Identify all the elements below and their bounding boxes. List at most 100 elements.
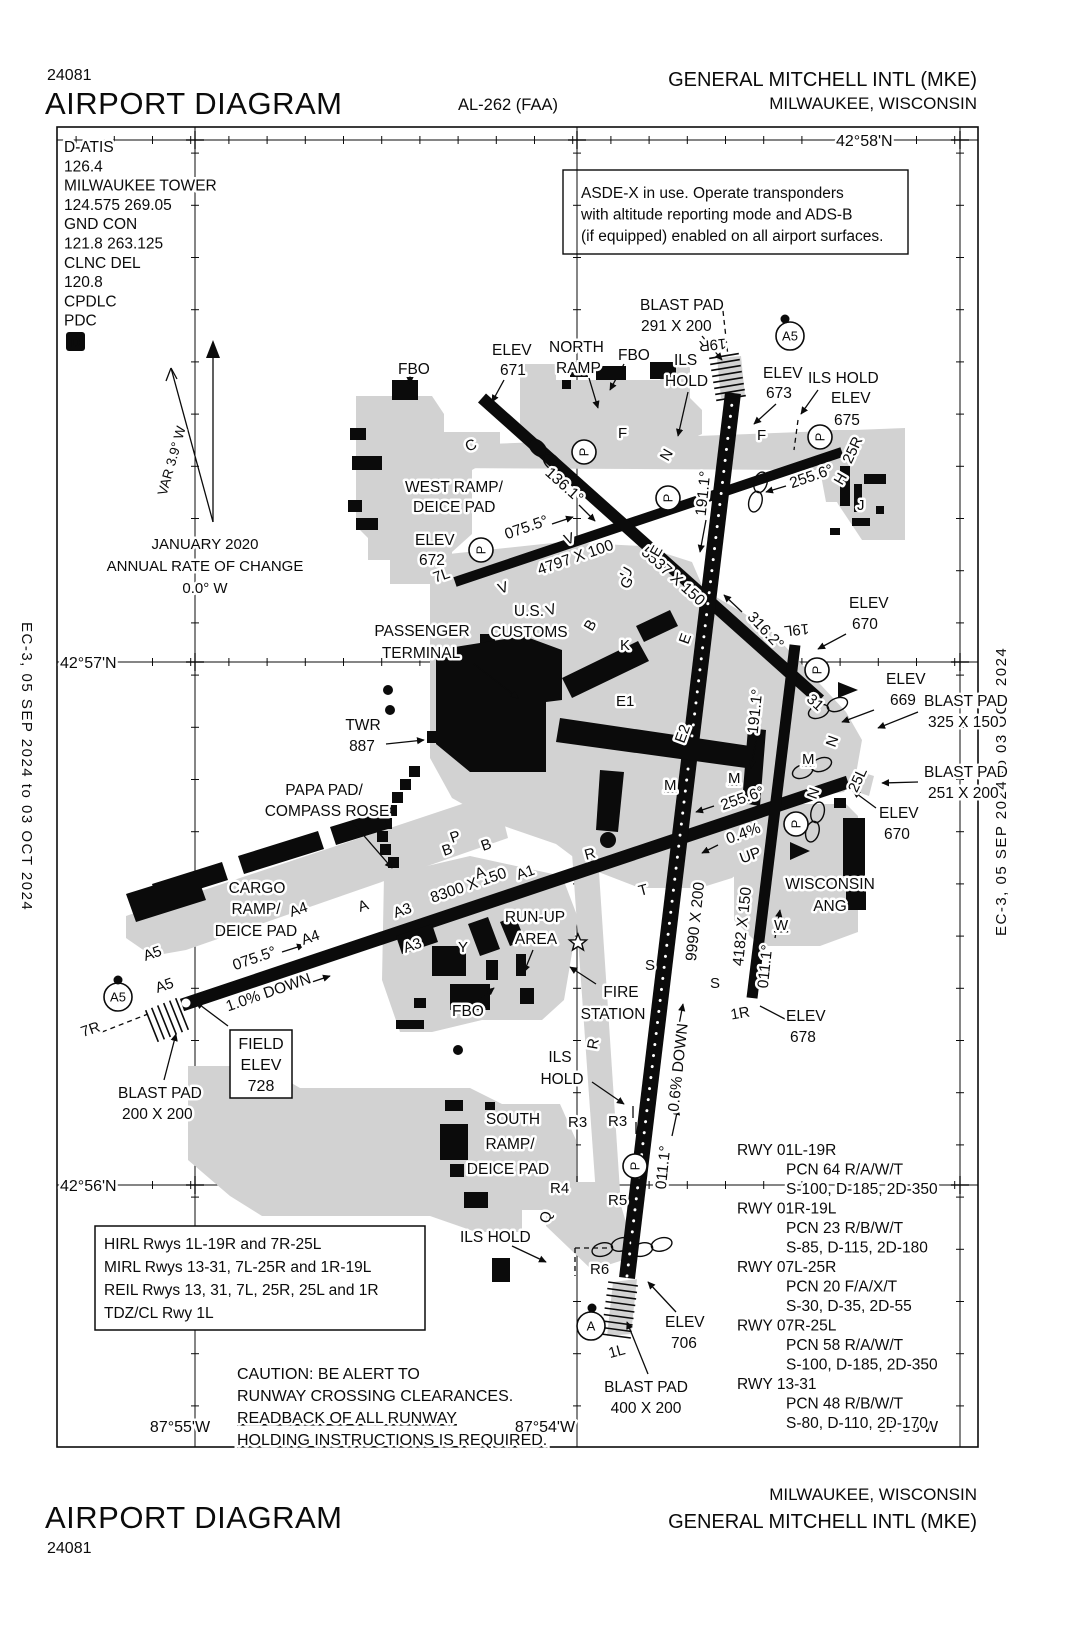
label-blast-pad-400-l2: 400 X 200 [611,1400,682,1417]
field-elev-line: FIELD [238,1036,283,1053]
footer-title: AIRPORT DIAGRAM [45,1500,342,1535]
label-rwy-1r: 1R [729,1004,751,1024]
label-rwy-19r: 19R [698,335,727,355]
label-dim-9990: 9990 X 200 [683,881,708,962]
field-elev-line: ELEV [241,1057,282,1074]
blast-pad-hatch-line [715,388,745,396]
apron-west-ramp [356,396,500,584]
hold-flag-icon [838,682,858,698]
runway-data-gear: S-30, D-35, 2D-55 [786,1298,912,1315]
map-symbols [525,435,858,1260]
apron-cargo-ramp [126,802,508,956]
label-blast-pad-200-l2: 200 X 200 [122,1106,193,1123]
building-dot-1 [383,685,393,695]
label-hdg-0111-1r: 011.1° [755,944,776,989]
marker-p-2-circle [807,424,833,450]
label-ils-hold-north-l2: HOLD [665,373,708,390]
marker-p-6-letter: P [789,820,804,829]
footer-city: MILWAUKEE, WISCONSIN [769,1485,977,1504]
asdex-note-line: (if equipped) enabled on all airport sur… [581,228,883,245]
apron-south-corridor [546,1182,636,1270]
blast-pad-hatch-line [156,1005,172,1038]
header-chart-number: 24081 [47,67,92,84]
label-taxiway-w: W [774,917,789,934]
marker-p-4-circle [655,485,681,511]
label-elev-670-19l-l2: 670 [852,616,878,633]
blast-pad-hatch-line [606,1294,637,1300]
blast-pad-hatch-line [713,376,743,384]
runway-1r-19l [746,644,801,999]
runway-13-31 [478,393,824,705]
datalink-d-letter: D [70,334,80,350]
runway-data-pcn: PCN 58 R/A/W/T [786,1337,904,1354]
runway-data-gear: S-80, D-110, 2D-170 [786,1415,928,1432]
magnetic-north-arrowhead-icon [165,367,178,382]
marker-p-6-circle [783,811,809,837]
runway-data-rwy: RWY 07L-25R [737,1259,836,1276]
label-ils-hold-mid-l1: ILS [548,1049,571,1066]
label-blast-pad-200-l1: BLAST PAD [118,1085,202,1102]
label-rwy-1l: 1L [607,1341,628,1362]
label-blast-pad-251-l1: BLAST PAD [924,764,1008,781]
hold-flag-icon [790,842,810,860]
label-grade-06-down: 0.6% DOWN [665,1023,691,1113]
marker-p-3-circle [468,537,494,563]
label-elev-672-l1: ELEV [415,532,455,549]
label-taxiway-m1: M [664,777,677,794]
label-blast-pad-291-l1: BLAST PAD [640,297,724,314]
label-south-ramp-l3: DEICE PAD [467,1161,549,1178]
variation-note-line: ANNUAL RATE OF CHANGE [107,558,304,575]
blast-pad-hatch-line [144,1009,160,1043]
apron-areas [126,356,905,1336]
label-ils-hold-mid-l2: HOLD [540,1071,583,1088]
label-cargo-ramp-l2: RAMP/ [231,901,281,918]
label-fbo-west: FBO [398,361,430,378]
label-taxiway-y: Y [458,939,468,956]
label-taxiway-a-west: A [356,896,371,915]
terminal-pier-s [596,770,624,832]
label-elev-670-19l-l1: ELEV [849,595,889,612]
marker-a5-north: A5 [775,314,805,351]
comms-line: D-ATIS [64,139,114,156]
marker-a5-north-circle [775,321,805,351]
label-north-ramp-l1: NORTH [549,339,604,356]
marker-p-1: P [571,439,597,465]
run-up-buildings [396,916,525,956]
terminal-concourse-e [556,718,766,806]
footer-chart-number: 24081 [47,1540,92,1557]
runway-data-gear: S-85, D-115, 2D-180 [786,1240,928,1257]
label-taxiway-f-west: F [618,425,627,442]
checker-squares [377,766,420,868]
label-south-ramp-l1: SOUTH [486,1111,540,1128]
blast-pad-hatch-line [714,382,744,390]
label-elev-671-l2: 671 [500,362,526,379]
apron-south-ramp [188,1066,576,1232]
marker-p-1-letter: P [577,448,592,457]
runway-data-pcn: PCN 48 R/B/W/T [786,1396,904,1413]
comms-line: 121.8 263.125 [64,236,163,253]
marker-a-south-letter: A [587,1319,596,1334]
asdex-note-box [562,169,909,255]
runway-7r-threshold-dot [181,998,191,1008]
blast-pad-hatch-line [150,1007,166,1040]
label-elev-706-l2: 706 [671,1335,697,1352]
blast-pad-hatch-line [711,364,741,372]
lon-87-53: 87°53'W [878,1419,939,1436]
blast-pad-hatch-line [712,370,742,378]
label-north-ramp-l2: RAMP [556,360,601,377]
label-elev-672-l2: 672 [419,552,445,569]
marker-a-south-dot [587,1303,597,1313]
label-taxiway-r4: R4 [550,1180,569,1197]
note-boxes [94,169,909,1331]
label-run-up-l1: RUN-UP [505,909,565,926]
label-ils-hold-south: ILS HOLD [460,1229,531,1246]
marker-a5-north-letter: A5 [782,329,798,344]
marker-p-3: P [468,537,494,563]
comms-line: 126.4 [64,158,103,175]
apron-taxiway-f [436,428,905,502]
lighting-note-line: MIRL Rwys 13-31, 7L-25R and 1R-19L [104,1259,372,1276]
label-west-ramp-l1: WEST RAMP/ [405,479,504,496]
label-blast-pad-251-l2: 251 X 200 [928,785,999,802]
runway-7r-25l [179,775,851,1012]
buildings [126,362,886,1282]
